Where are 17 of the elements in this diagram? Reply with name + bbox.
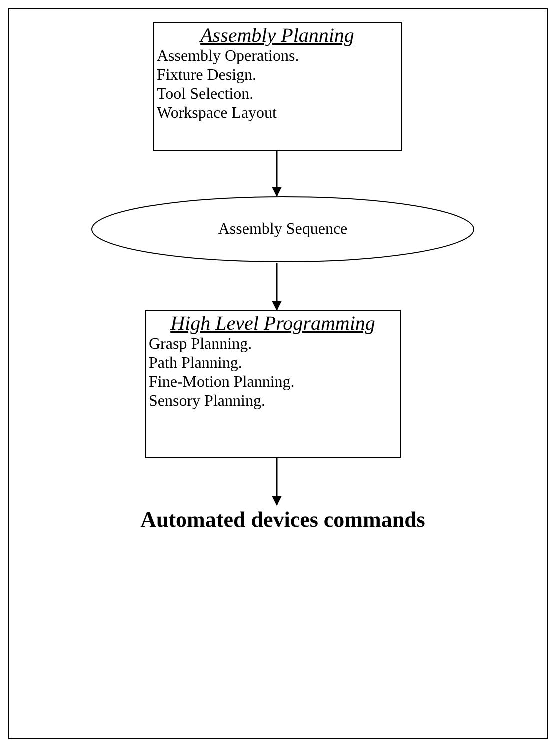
arrow — [272, 458, 282, 506]
process-box — [153, 22, 402, 151]
list-item: Assembly Operations. — [157, 47, 300, 66]
arrow — [272, 151, 282, 197]
list-item: Sensory Planning. — [149, 392, 266, 411]
node-label: Assembly Sequence — [218, 220, 348, 238]
list-item: Fine-Motion Planning. — [149, 373, 295, 392]
list-item: Fixture Design. — [157, 66, 257, 85]
box-heading: Assembly Planning — [200, 25, 354, 47]
list-item: Grasp Planning. — [149, 335, 252, 354]
list-item: Tool Selection. — [157, 85, 254, 104]
arrow — [272, 263, 282, 311]
list-item: Path Planning. — [149, 354, 242, 373]
process-box — [145, 310, 401, 458]
list-item: Workspace Layout — [157, 104, 277, 123]
output-text: Automated devices commands — [140, 507, 426, 533]
box-heading: High Level Programming — [170, 313, 376, 335]
